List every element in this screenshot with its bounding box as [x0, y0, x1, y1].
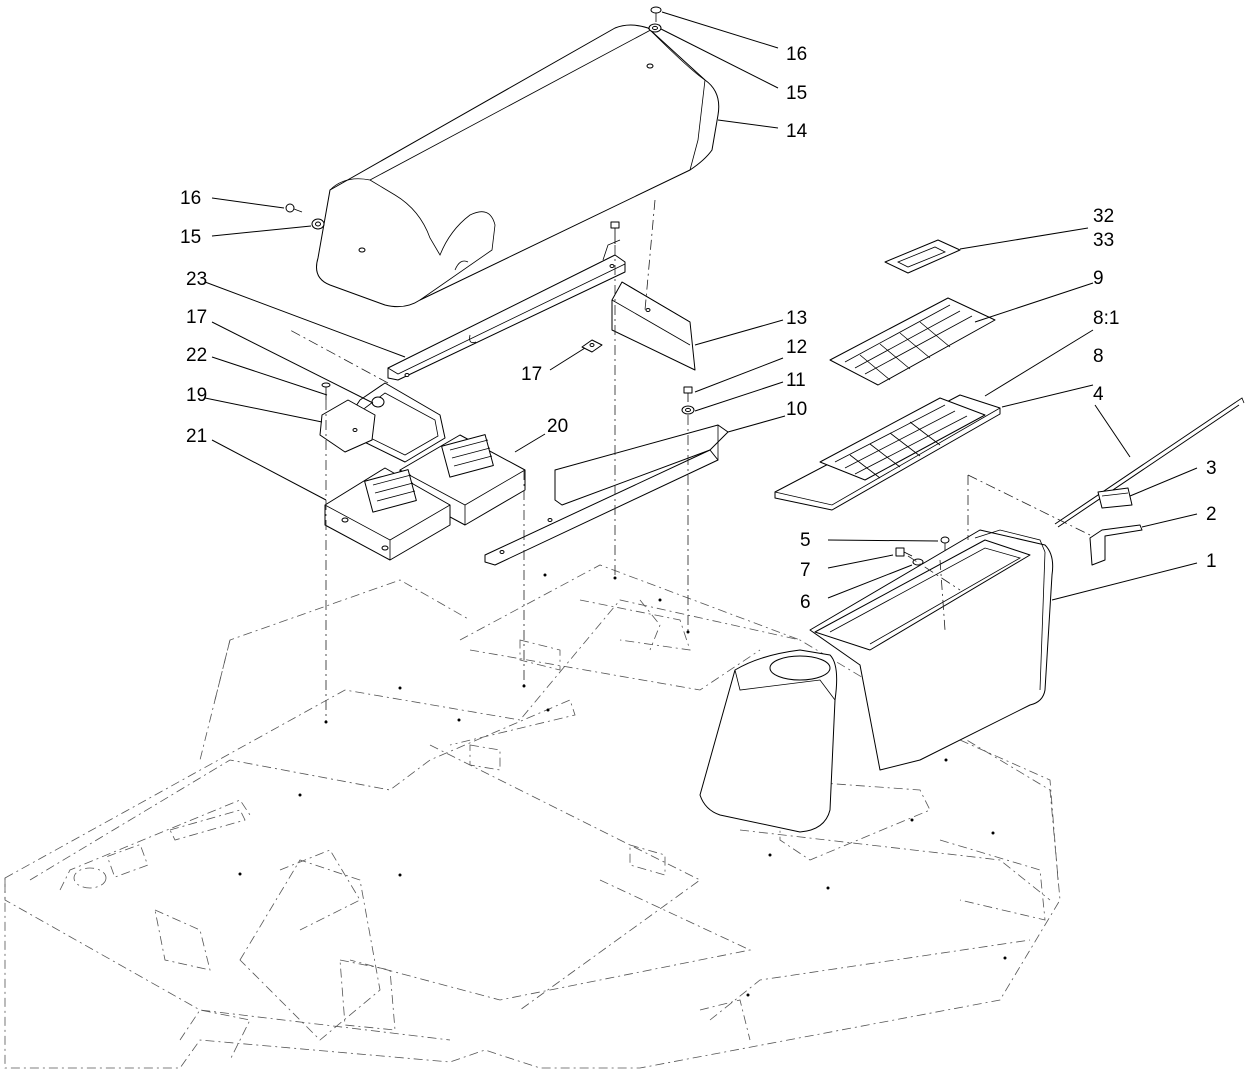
- screw-part-16-left: [285, 203, 303, 213]
- callout-15-top: 15: [786, 83, 807, 104]
- channel-part-10: [484, 424, 729, 566]
- washer-part-15-top: [648, 23, 662, 33]
- clip-part-3: [1097, 487, 1133, 509]
- screw-part-22: [321, 382, 331, 400]
- callout-13: 13: [786, 308, 807, 329]
- callout-21: 21: [186, 426, 207, 447]
- callout-8-1: 8:1: [1093, 308, 1119, 329]
- rod-part-4: [1054, 397, 1245, 528]
- callout-6: 6: [800, 592, 811, 613]
- callout-4: 4: [1093, 384, 1104, 405]
- bolt-bracket-23: [610, 221, 620, 244]
- console-part-1: [699, 529, 1054, 833]
- nut-part-17-center: [581, 339, 603, 353]
- callout-2: 2: [1206, 504, 1217, 525]
- callout-17-left: 17: [186, 307, 207, 328]
- washer-part-15-left: [311, 218, 325, 230]
- callout-1: 1: [1206, 551, 1217, 572]
- callout-15-left: 15: [180, 227, 201, 248]
- callout-3: 3: [1206, 458, 1217, 479]
- callout-9: 9: [1093, 268, 1104, 289]
- callout-33: 33: [1093, 230, 1114, 251]
- bracket-part-13: [611, 281, 696, 371]
- callouts: 16 15 14 16 15 32 33 23 9 13 17 8:1 12 2…: [180, 44, 1217, 613]
- controller-module-part-21: [324, 467, 451, 561]
- chassis-frame: [4, 564, 1061, 1069]
- assembly-guide-lines: [289, 199, 1091, 722]
- callout-19: 19: [186, 385, 207, 406]
- leader-lines: [204, 11, 1198, 601]
- callout-8: 8: [1093, 346, 1104, 367]
- callout-16-top: 16: [786, 44, 807, 65]
- hole-markers: [238, 573, 1007, 997]
- label-plate-part-32-33: [884, 239, 961, 274]
- callout-5: 5: [800, 530, 811, 551]
- callout-23: 23: [186, 269, 207, 290]
- callout-22: 22: [186, 345, 207, 366]
- bolt-part-5: [940, 536, 950, 555]
- callout-12: 12: [786, 337, 807, 358]
- bracket-part-2: [1089, 524, 1143, 566]
- callout-11: 11: [786, 370, 806, 391]
- callout-10: 10: [786, 399, 807, 420]
- washer-part-11: [681, 405, 695, 415]
- callout-20: 20: [547, 416, 568, 437]
- decal-part-9: [829, 297, 996, 386]
- callout-7: 7: [800, 560, 811, 581]
- panel-part-8: [774, 394, 1001, 511]
- armrest-cover-part-14: [316, 24, 720, 308]
- callout-14: 14: [786, 121, 808, 142]
- callout-16-left: 16: [180, 188, 201, 209]
- bolt-part-7: [895, 547, 913, 557]
- callout-17-center: 17: [521, 364, 542, 385]
- cover-plate-part-19: [319, 382, 446, 463]
- callout-32: 32: [1093, 206, 1114, 227]
- screw-part-16-top: [650, 6, 662, 22]
- bolt-part-12: [683, 386, 693, 402]
